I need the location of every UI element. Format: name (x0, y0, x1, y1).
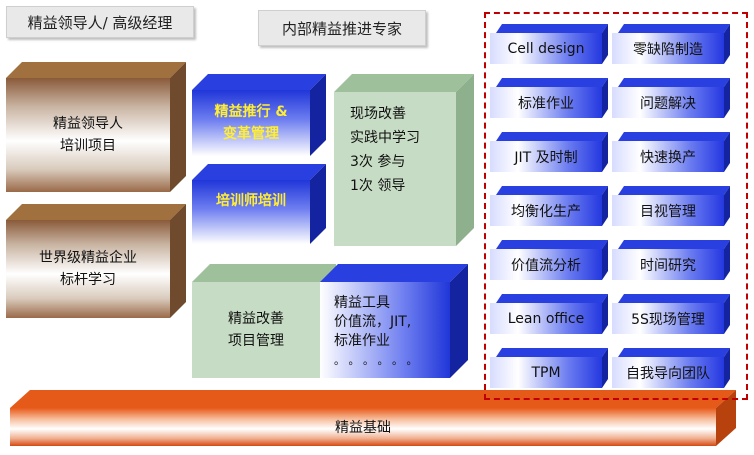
leader-training-line1: 精益领导人 (53, 116, 123, 132)
lean-promotion-line2: 变革管理 (223, 126, 279, 142)
tool-cell: Lean office (490, 294, 608, 334)
tool-cell-label: Cell design (507, 40, 585, 57)
tool-cell-label: 问题解决 (640, 95, 696, 112)
tool-cell: 时间研究 (612, 240, 730, 280)
tool-cell: 标准作业 (490, 78, 608, 118)
improvement-project-line1: 精益改善 (228, 311, 284, 327)
improvement-project-line2: 项目管理 (228, 333, 284, 349)
tool-cell-label: 零缺陷制造 (633, 41, 703, 58)
onsite-line3: 3次 参与 (350, 154, 406, 170)
onsite-line4: 1次 领导 (350, 178, 406, 194)
tool-cell-label: 自我导向团队 (626, 365, 710, 382)
tool-cell: TPM (490, 348, 608, 388)
foundation-label: 精益基础 (335, 420, 391, 436)
trainer-training-text: 培训师培训 (216, 193, 286, 209)
tool-cell: 自我导向团队 (612, 348, 730, 388)
tool-cell: 快速换产 (612, 132, 730, 172)
lean-tools-line2: 价值流，JIT, (334, 314, 412, 330)
tool-cell-label: JIT 及时制 (514, 149, 578, 166)
tool-cell-label: 目视管理 (640, 203, 696, 220)
tool-cell-label: 快速换产 (640, 149, 696, 166)
tool-cell: 均衡化生产 (490, 186, 608, 226)
senior-manager-label: 精益领导人/ 高级经理 (6, 6, 194, 38)
benchmark-line2: 标杆学习 (60, 272, 116, 288)
lean-promotion-line1: 精益推行 & (214, 104, 288, 120)
internal-expert-label: 内部精益推进专家 (258, 10, 426, 46)
tool-cell-label: Lean office (507, 310, 585, 327)
tool-cell: 5S现场管理 (612, 294, 730, 334)
tool-cell: JIT 及时制 (490, 132, 608, 172)
tool-cell-label: 时间研究 (640, 257, 696, 274)
tool-cell: 零缺陷制造 (612, 24, 730, 64)
onsite-line1: 现场改善 (350, 106, 406, 122)
tool-cell: 目视管理 (612, 186, 730, 226)
tool-cell-label: 5S现场管理 (631, 311, 705, 328)
lean-tools-line3: 标准作业 (334, 333, 390, 349)
tool-cell-label: 均衡化生产 (511, 203, 581, 220)
senior-manager-text: 精益领导人/ 高级经理 (27, 13, 173, 32)
tool-cell: 问题解决 (612, 78, 730, 118)
lean-tools-line4: 。 。 。 。 。 。 (334, 354, 418, 367)
lean-tools-line1: 精益工具 (334, 295, 390, 311)
onsite-line2: 实践中学习 (350, 130, 420, 146)
tool-cell: Cell design (490, 24, 608, 64)
internal-expert-text: 内部精益推进专家 (281, 19, 402, 38)
tool-cell-label: TPM (531, 364, 561, 381)
tool-cell-label: 价值流分析 (511, 257, 581, 274)
tool-cell-label: 标准作业 (518, 95, 574, 112)
leader-training-line2: 培训项目 (60, 138, 116, 154)
tool-cell: 价值流分析 (490, 240, 608, 280)
tools-dashed-frame (484, 12, 748, 400)
benchmark-line1: 世界级精益企业 (39, 250, 137, 266)
